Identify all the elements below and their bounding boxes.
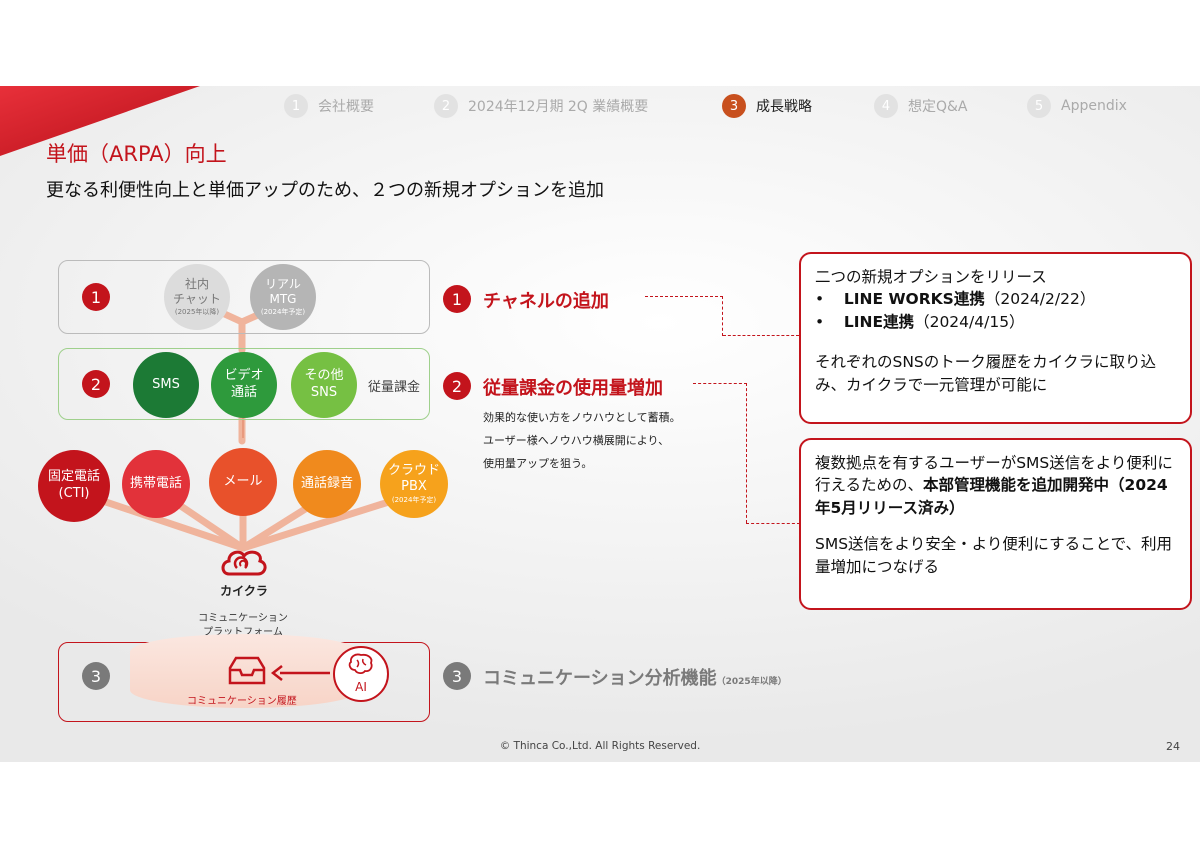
page-subtitle: 更なる利便性向上と単価アップのため、２つの新規オプションを追加 <box>46 180 604 201</box>
callout-sms-management: 複数拠点を有するユーザーがSMS送信をより便利に行えるための、本部管理機能を追加… <box>799 438 1192 610</box>
row2-number-badge: 2 <box>82 370 110 398</box>
leader-line-1a <box>645 296 723 336</box>
feature2-title: 従量課金の使用量増加 <box>483 378 663 399</box>
left-arrow-icon <box>270 665 330 681</box>
mail-circle: メール <box>209 448 277 516</box>
feature1-title: チャネルの追加 <box>483 291 609 312</box>
cloud-pbx-circle: クラウド PBX (2024年予定) <box>380 450 448 518</box>
leader-line-2b <box>746 523 800 524</box>
kaikura-logo-icon <box>221 550 267 576</box>
feature3-number-badge: 3 <box>443 662 471 690</box>
kaikura-logo-text: カイクラ <box>220 584 268 598</box>
channel-row-box <box>58 260 430 334</box>
feature2-number-badge: 2 <box>443 372 471 400</box>
leader-line-2a <box>693 383 747 523</box>
internal-chat-circle: 社内 チャット (2025年以降) <box>164 264 230 330</box>
page-number: 24 <box>1166 740 1180 753</box>
copyright-footer: © Thinca Co.,Ltd. All Rights Reserved. <box>499 740 701 752</box>
leader-line-1b <box>723 335 799 336</box>
page-title: 単価（ARPA）向上 <box>46 142 227 166</box>
callout1-bullet: • LINE WORKS連携（2024/2/22） <box>815 290 1096 309</box>
feature1-number-badge: 1 <box>443 285 471 313</box>
video-call-circle: ビデオ 通話 <box>211 352 277 418</box>
platform-label: コミュニケーション プラットフォーム <box>198 613 288 638</box>
ai-label: AI <box>355 680 367 694</box>
brain-icon <box>348 653 373 675</box>
usage-row-box <box>58 348 430 420</box>
feature3-title: コミュニケーション分析機能（2025年以降） <box>483 668 787 689</box>
callout-line-integration: 二つの新規オプションをリリース • LINE WORKS連携（2024/2/22… <box>799 252 1192 424</box>
communication-history-label: コミュニケーション履歴 <box>187 696 297 707</box>
feature2-description: 効果的な使い方をノウハウとして蓄積。 ユーザー様へノウハウ横展開により、 使用量… <box>483 411 681 471</box>
call-recording-circle: 通話録音 <box>293 450 361 518</box>
red-corner-decoration <box>0 86 200 156</box>
other-sns-circle: その他 SNS <box>291 352 357 418</box>
row1-number-badge: 1 <box>82 283 110 311</box>
sms-circle: SMS <box>133 352 199 418</box>
fixed-phone-circle: 固定電話 (CTI) <box>38 450 110 522</box>
real-mtg-circle: リアル MTG (2024年予定) <box>250 264 316 330</box>
callout1-bullet: • LINE連携（2024/4/15） <box>815 312 1025 331</box>
row4-number-badge: 3 <box>82 662 110 690</box>
inbox-tray-icon <box>228 656 266 685</box>
usage-billing-label: 従量課金 <box>368 380 421 395</box>
platform-disk <box>130 634 360 708</box>
mobile-phone-circle: 携帯電話 <box>122 450 190 518</box>
